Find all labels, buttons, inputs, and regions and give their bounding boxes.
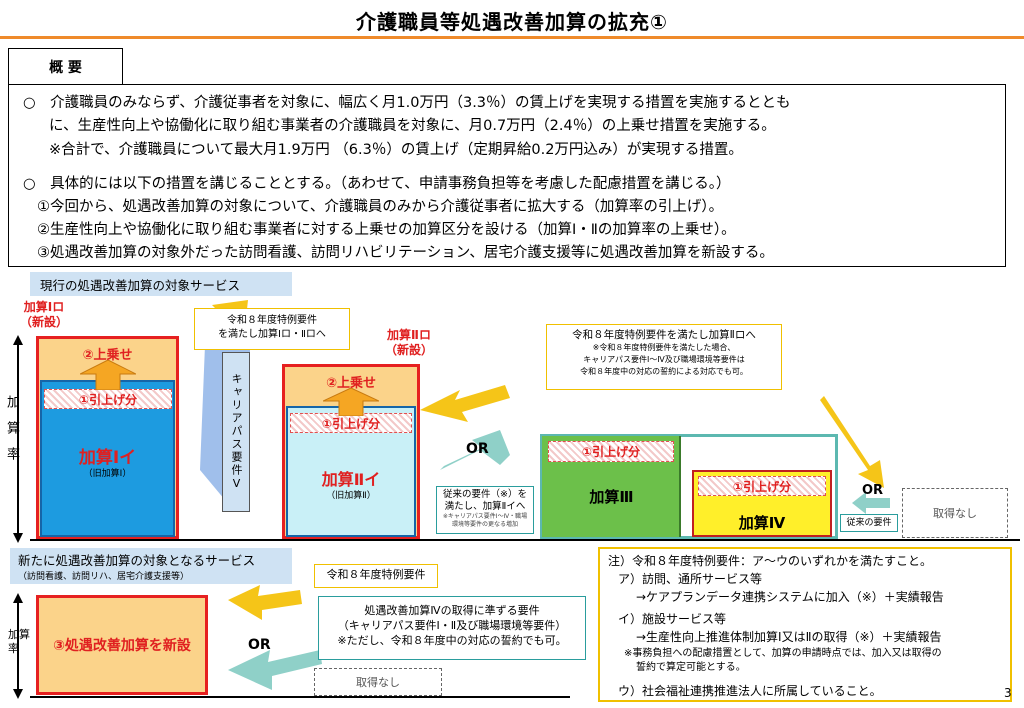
yellow-arrow-icon	[820, 396, 884, 488]
overview-line: ○ 介護職員のみならず、介護従事者を対象に、幅広く月1.0万円（3.3％）の賃上…	[23, 95, 791, 111]
hikiage-label: ①引上げ分	[290, 413, 412, 433]
k2i-label: 加算Ⅱイ	[321, 470, 381, 489]
old-requirement-box: 従来の要件（※）を 満たし、加算Ⅱイへ ※キャリアパス要件Ⅰ～Ⅳ・職場 環境等要…	[436, 486, 534, 534]
notes-i1: イ）施設サービス等	[618, 612, 727, 626]
k2i-sub: （旧加算Ⅱ）	[326, 491, 376, 501]
teal-arrow-icon	[228, 650, 322, 690]
kasan4-req-note: ※ただし、令和８年度中の対応の誓約でも可。	[337, 634, 567, 647]
old-requirement-note: ※キャリアパス要件Ⅰ～Ⅳ・職場 環境等要件の更なる増加	[442, 513, 528, 528]
callout-tokurei-2: 令和８年度特例要件を満たし加算Ⅱロへ ※令和８年度特例要件を満たした場合、 キャ…	[546, 324, 782, 390]
new-kasan-box: ③処遇改善加算を新設	[36, 595, 208, 695]
k2ro-label: 加算Ⅱロ （新設）	[384, 328, 433, 357]
up-arrow-icon	[80, 360, 136, 390]
overview-line: ※合計で、介護職員について最大月1.9万円 （6.3％）の賃上げ（定期昇給0.2…	[49, 142, 743, 158]
kasan4-req-line2: （キャリアパス要件Ⅰ・Ⅱ及び職場環境等要件）	[337, 619, 567, 632]
axis-label: 加算 率	[8, 628, 30, 655]
notes-n1: ※事務負担への配慮措置として、加算の申請時点では、加入又は取得の	[624, 648, 942, 659]
yellow-arrow-icon	[420, 385, 510, 422]
old-requirement-small: 従来の要件	[840, 514, 898, 532]
callout-tokurei-1: 令和８年度特例要件 を満たし加算Ⅰロ・Ⅱロへ	[194, 308, 350, 350]
notes-u: ウ）社会福祉連携推進法人に所属していること。	[618, 684, 882, 698]
title-rule	[0, 36, 1024, 39]
notes-a1: ア）訪問、通所サービス等	[618, 572, 763, 586]
uwanose-label: ②上乗せ	[82, 348, 133, 363]
or-label: OR	[466, 441, 489, 457]
new-services-sub: （訪問看護、訪問リハ、居宅介護支援等）	[18, 572, 190, 582]
k3-label: 加算Ⅲ	[589, 488, 634, 506]
current-services-label: 現行の処遇改善加算の対象サービス	[30, 272, 292, 296]
notes-i2: →生産性向上推進体制加算Ⅰ又はⅡの取得（※）＋実績報告	[636, 630, 942, 644]
new-kasan-label: ③処遇改善加算を新設	[53, 638, 191, 654]
k1ro-label: 加算Ⅰロ （新設）	[19, 300, 68, 329]
notes-a2: →ケアプランデータ連携システムに加入（※）＋実績報告	[636, 590, 944, 604]
overview-tab: 概 要	[8, 48, 123, 84]
baseline	[30, 539, 1020, 541]
hikiage-label: ①引上げ分	[44, 389, 172, 409]
notes-head: 注）令和８年度特例要件：ア～ウのいずれかを満たすこと。	[608, 554, 933, 568]
overview-line: ②生産性向上や協働化に取り組む事業者に対する上乗せの加算区分を設ける（加算Ⅰ・Ⅱ…	[37, 222, 736, 238]
kasan4-req-title: 処遇改善加算Ⅳの取得に準ずる要件	[364, 604, 540, 617]
notes-n2: 誓約で算定可能とする。	[636, 662, 746, 673]
overview-line: ③処遇改善加算の対象外だった訪問看護、訪問リハビリテーション、居宅介護支援等に処…	[37, 245, 774, 261]
new-services-label: 新たに処遇改善加算の対象となるサービス	[18, 553, 256, 568]
k1i-sub: （旧加算Ⅰ）	[83, 469, 132, 479]
axis-arrow	[13, 593, 23, 699]
career-path-v: キャリアパス要件Ⅴ	[222, 352, 250, 512]
k1i-label: 加算Ⅰイ	[78, 448, 137, 468]
k4-label: 加算Ⅳ	[738, 514, 786, 532]
or-label: OR	[862, 483, 884, 498]
old-requirement-text: 従来の要件（※）を 満たし、加算Ⅱイへ	[443, 489, 527, 512]
teal-arrow-icon	[440, 430, 510, 470]
page-title: 介護職員等処遇改善加算の拡充①	[356, 10, 668, 34]
uwanose-label: ②上乗せ	[325, 376, 376, 391]
axis-arrow	[13, 335, 23, 543]
callout2-note: ※令和８年度特例要件を満たした場合、 キャリアパス要件Ⅰ～Ⅳ及び職場環境等要件は…	[580, 343, 748, 376]
new-services-label-box: 新たに処遇改善加算の対象となるサービス （訪問看護、訪問リハ、居宅介護支援等）	[10, 548, 292, 584]
yellow-arrow-icon	[228, 585, 302, 620]
hikiage-label: ①引上げ分	[698, 476, 826, 496]
tokurei-box: 令和８年度特例要件	[314, 564, 438, 588]
teal-arrow-icon	[852, 492, 890, 514]
overview-line: に、生産性向上や協働化に取り組む事業者の介護職員を対象に、月0.7万円（2.4％…	[49, 118, 776, 134]
page-number: 3	[1004, 686, 1012, 700]
hikiage-label: ①引上げ分	[548, 441, 674, 462]
or-label: OR	[248, 637, 271, 653]
axis-label: 加 算 率	[4, 395, 19, 460]
up-arrow-icon	[323, 388, 379, 416]
callout2-title: 令和８年度特例要件を満たし加算Ⅱロへ	[572, 329, 756, 341]
none-box: 取得なし	[902, 488, 1008, 538]
overview-line: ①今回から、処遇改善加算の対象について、介護職員のみから介護従事者に拡大する（加…	[37, 199, 724, 215]
none-box: 取得なし	[314, 668, 442, 696]
kasan4-req-box: 処遇改善加算Ⅳの取得に準ずる要件 （キャリアパス要件Ⅰ・Ⅱ及び職場環境等要件） …	[318, 596, 586, 660]
overview-box: ○ 介護職員のみならず、介護従事者を対象に、幅広く月1.0万円（3.3％）の賃上…	[8, 84, 1006, 267]
baseline	[30, 696, 570, 698]
overview-line: ○ 具体的には以下の措置を講じることとする。（あわせて、申請事務負担等を考慮した…	[23, 176, 731, 192]
notes-box: 注）令和８年度特例要件：ア～ウのいずれかを満たすこと。 ア）訪問、通所サービス等…	[598, 547, 1012, 702]
